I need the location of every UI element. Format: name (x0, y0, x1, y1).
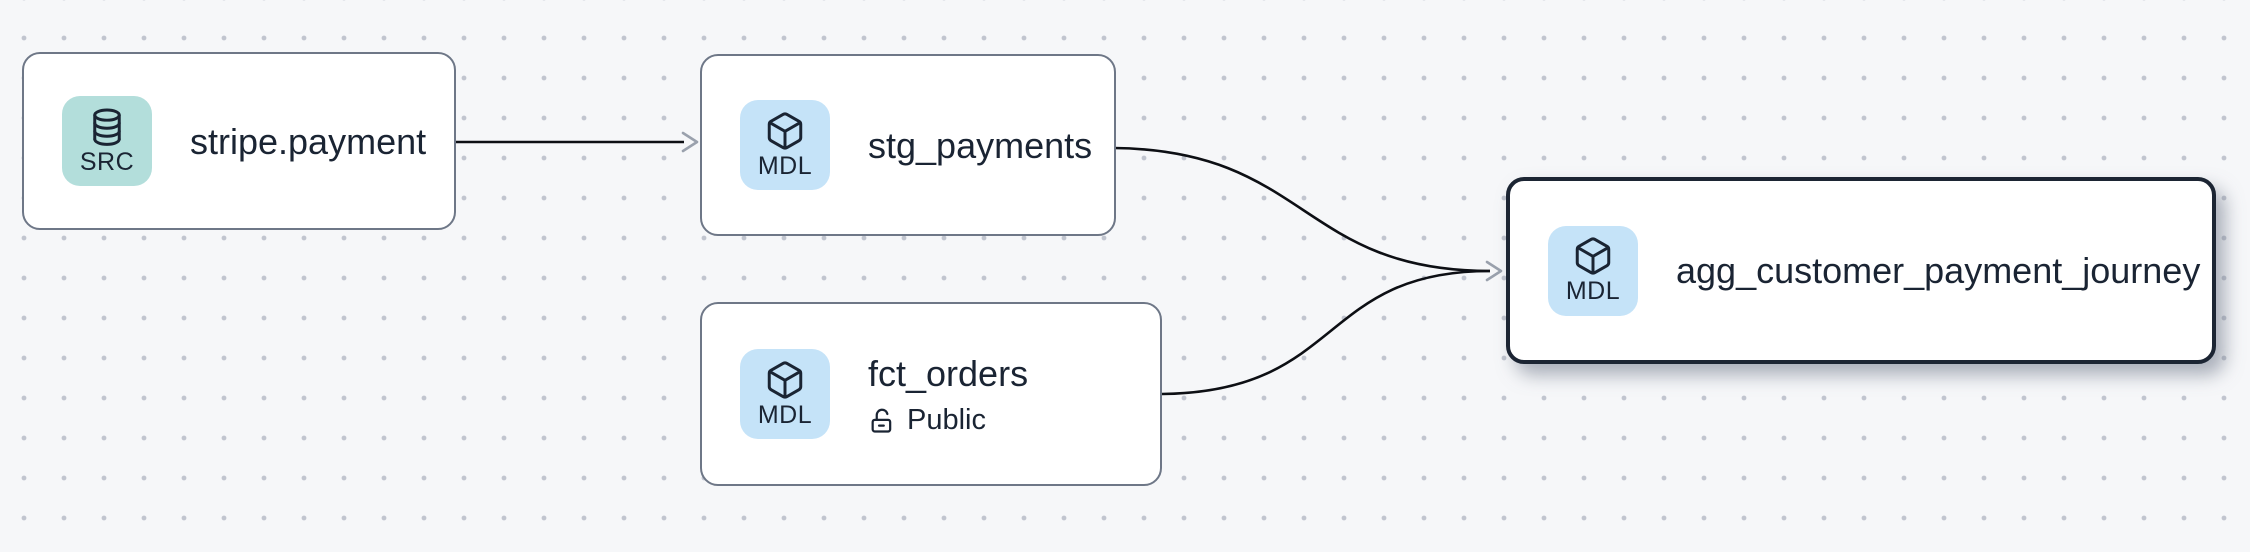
model-type-badge: MDL (740, 100, 830, 190)
database-icon (93, 108, 121, 146)
badge-label: SRC (79, 147, 135, 176)
access-row: Public (868, 404, 1028, 437)
cube-icon (767, 112, 803, 150)
model-type-badge: MDL (740, 349, 830, 439)
badge-label: MDL (757, 400, 813, 429)
node-fct-orders[interactable]: MDL fct_orders Public (700, 302, 1162, 486)
node-title: stripe.payment (190, 120, 427, 162)
node-title: fct_orders (868, 353, 1029, 394)
node-agg-customer-payment-journey[interactable]: MDL agg_customer_payment_journey (1506, 177, 2216, 364)
node-stripe-payment[interactable]: SRC stripe.payment (22, 52, 456, 230)
edge-stg-payments-to-agg-customer-payment-journey[interactable] (1113, 146, 1491, 273)
badge-label: MDL (1565, 277, 1621, 306)
node-title: agg_customer_payment_journey (1676, 250, 2201, 291)
cube-icon (767, 361, 803, 399)
source-type-badge: SRC (62, 96, 152, 186)
edge-fct-orders-to-agg-customer-payment-journey[interactable] (1161, 269, 1491, 396)
model-type-badge: MDL (1548, 225, 1638, 316)
unlock-icon (871, 408, 892, 433)
cube-icon (1575, 237, 1611, 275)
access-label: Public (907, 404, 986, 436)
arrowhead-icon (681, 131, 699, 153)
node-stg-payments[interactable]: MDL stg_payments (700, 54, 1116, 236)
node-title: stg_payments (868, 124, 1093, 166)
badge-label: MDL (757, 151, 813, 180)
